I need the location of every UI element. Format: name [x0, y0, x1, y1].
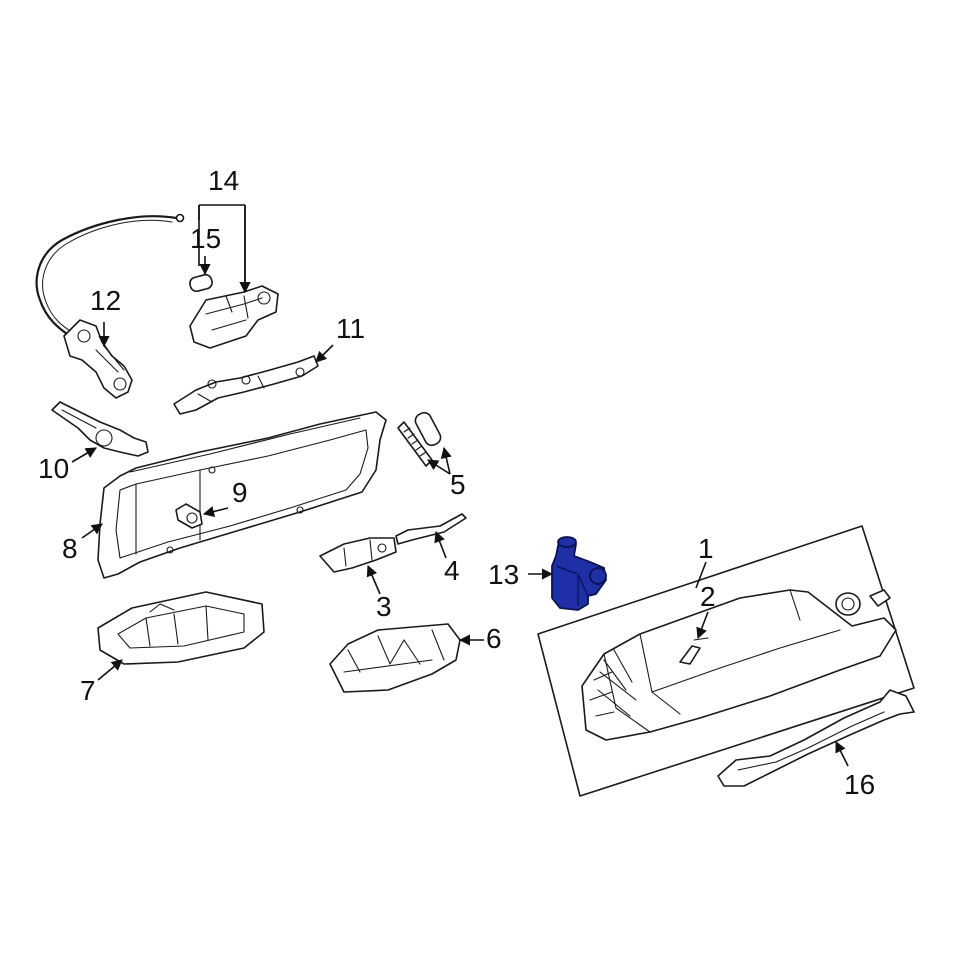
part-bulb-15 [189, 273, 213, 293]
part-latch-14 [189, 285, 279, 349]
callout-16: 16 [844, 769, 875, 800]
part-strike-3 [319, 537, 397, 573]
part-box-6 [329, 623, 461, 693]
callout-6: 6 [486, 623, 502, 654]
inset-frame [537, 525, 915, 797]
part-damper-5 [397, 411, 442, 467]
part-glovebox-1 [581, 589, 897, 741]
part-lock-12 [63, 319, 133, 399]
part-seal-inset [835, 589, 891, 616]
part-handle-10 [51, 401, 149, 457]
part-rod-4 [395, 513, 467, 545]
callout-14: 14 [208, 165, 239, 196]
part-panel-8 [97, 411, 387, 579]
callout-7: 7 [80, 675, 96, 706]
part-bumper-9 [175, 503, 203, 529]
part-trim-16 [717, 689, 915, 787]
callout-10: 10 [38, 453, 69, 484]
callout-3: 3 [376, 591, 392, 622]
callout-9: 9 [232, 477, 248, 508]
callout-11: 11 [336, 313, 365, 344]
callout-15: 15 [190, 223, 221, 254]
callout-2: 2 [700, 581, 716, 612]
callout-5: 5 [450, 469, 466, 500]
callout-1: 1 [698, 533, 714, 564]
callout-12: 12 [90, 285, 121, 316]
part-rail-11 [173, 355, 319, 415]
leader-lines [71, 204, 849, 767]
callout-13: 13 [488, 559, 519, 590]
callouts: 14 15 12 11 10 9 8 5 4 3 6 7 13 1 2 16 [38, 165, 875, 800]
callout-8: 8 [62, 533, 78, 564]
part-actuator-13-highlighted [551, 536, 607, 611]
part-cable [35, 213, 185, 338]
callout-4: 4 [444, 555, 460, 586]
part-tray-7 [97, 591, 265, 665]
